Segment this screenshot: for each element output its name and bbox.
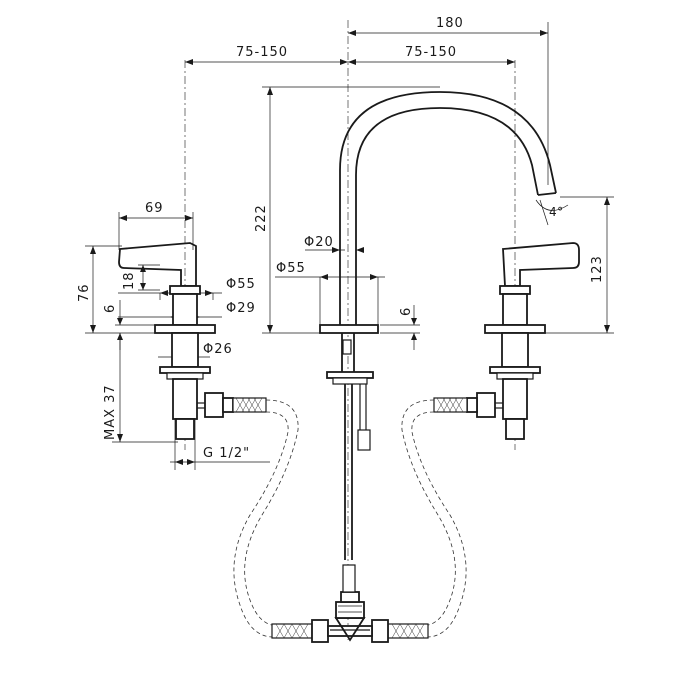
right-valve	[433, 242, 580, 440]
dim-thread-label: G 1/2"	[203, 446, 250, 461]
dim-diam-20-label: Φ20	[304, 235, 334, 250]
dim-69-label: 69	[145, 201, 164, 216]
dimension-max-37: MAX 37	[103, 333, 178, 443]
dim-right-spacing-label: 75-150	[405, 45, 457, 60]
left-hose-braid	[235, 397, 263, 413]
dim-diam-29-label: Φ29	[226, 301, 256, 316]
left-valve	[118, 242, 267, 440]
dim-max-37-label: MAX 37	[103, 384, 118, 440]
dimension-69: 69	[118, 201, 194, 250]
dimension-123: 123	[540, 196, 614, 334]
mixing-tee	[271, 564, 429, 643]
dim-123-label: 123	[590, 255, 605, 283]
dimension-thread: G 1/2"	[170, 420, 270, 470]
spout: 4°	[319, 91, 569, 560]
dimension-180: 180	[348, 16, 549, 185]
dimension-6-left: 6	[103, 300, 160, 350]
dim-76-label: 76	[77, 283, 92, 302]
flexible-hoses	[233, 399, 467, 638]
dim-6-left-label: 6	[103, 304, 118, 313]
dim-diam-55-left-label: Φ55	[226, 277, 256, 292]
dim-180-label: 180	[436, 16, 464, 31]
dimension-76: 76	[77, 245, 160, 334]
dimension-75-150-right: 75-150	[348, 45, 515, 65]
dimension-222: 222	[254, 86, 440, 334]
dimension-diam-55-center: Φ55	[275, 261, 385, 325]
dimension-diam-20: Φ20	[304, 235, 364, 256]
dim-222-label: 222	[254, 204, 269, 232]
dim-left-spacing-label: 75-150	[236, 45, 288, 60]
dim-18-label: 18	[122, 271, 137, 290]
angle-label: 4°	[549, 205, 564, 219]
right-hose-braid	[436, 397, 464, 413]
dim-diam-55-center-label: Φ55	[276, 261, 306, 276]
dim-6-center-label: 6	[399, 307, 414, 316]
dim-diam-26-label: Φ26	[203, 342, 233, 357]
dimension-75-150-left: 75-150	[185, 45, 348, 65]
dimension-6-center: 6	[380, 305, 420, 350]
